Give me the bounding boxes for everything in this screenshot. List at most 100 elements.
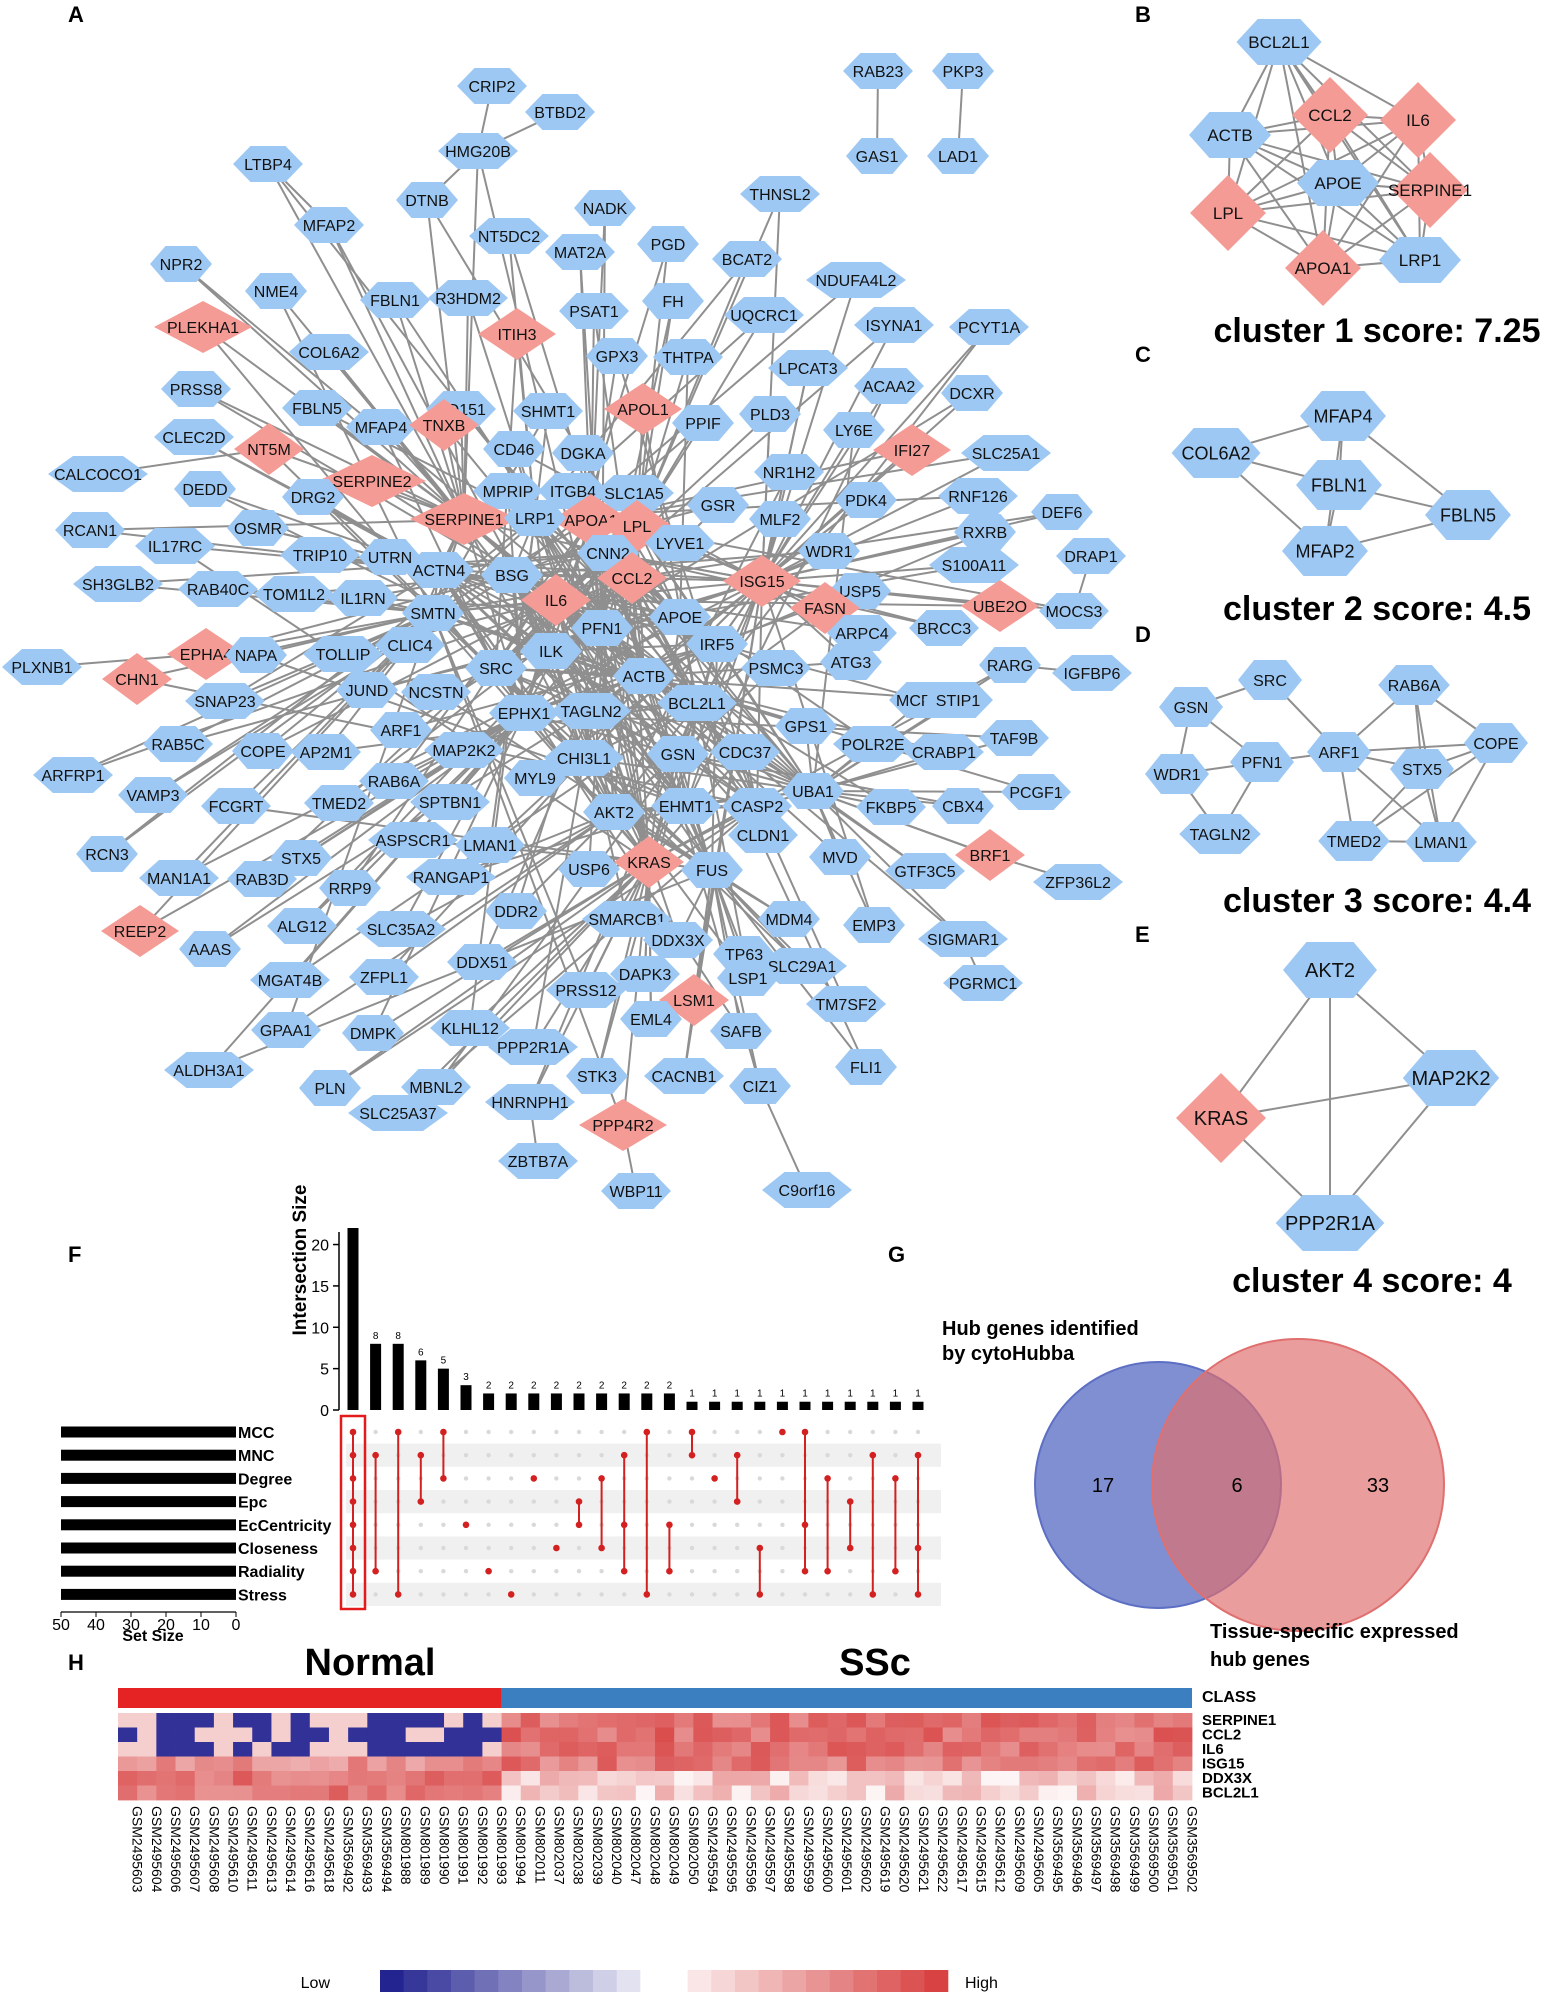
heatmap-sample-label: GSM801993	[494, 1806, 510, 1885]
node-label: RAB5C	[151, 737, 204, 754]
node-hexagon	[932, 788, 994, 824]
node-hexagon	[571, 610, 633, 646]
matrix-dot-empty	[576, 1569, 582, 1574]
node-diamond	[167, 628, 245, 680]
node-hexagon	[232, 733, 294, 769]
node-label: MDM4	[765, 912, 812, 929]
node-label: PCGF1	[1009, 785, 1062, 802]
heatmap-cell	[348, 1713, 368, 1728]
matrix-dot-empty	[418, 1569, 423, 1574]
node-label: JUND	[346, 683, 389, 700]
heatmap-cell	[1134, 1727, 1155, 1743]
heatmap-sample-label: GSM2495615	[973, 1806, 989, 1893]
node-hmg20b: HMG20B	[438, 133, 518, 169]
node-fbln5: FBLN5	[282, 390, 352, 426]
matrix-dot-empty	[509, 1545, 514, 1551]
matrix-dot-empty	[780, 1499, 785, 1504]
node-label: PPP4R2	[592, 1118, 653, 1135]
node-fcgrt: FCGRT	[201, 788, 271, 824]
matrix-dot-empty	[870, 1429, 875, 1435]
node-hexagon	[485, 1084, 575, 1120]
network-edge	[174, 545, 650, 863]
node-fbln5: FBLN5	[1425, 490, 1511, 540]
heatmap-cell	[539, 1727, 560, 1743]
node-label: CACNB1	[652, 1069, 717, 1086]
node-hexagon	[251, 1012, 321, 1048]
heatmap-cell	[271, 1771, 292, 1786]
matrix-dot-empty	[780, 1522, 785, 1528]
legend-swatch	[522, 1970, 546, 1992]
heatmap-sample-label: GSM802047	[628, 1806, 644, 1885]
node-crip2: CRIP2	[457, 68, 527, 104]
heatmap-cell	[424, 1742, 445, 1757]
heatmap-cell	[885, 1771, 905, 1786]
node-hexagon	[498, 1143, 578, 1179]
node-hexagon	[583, 794, 645, 830]
node-label: APOL1	[617, 402, 669, 419]
upset-bar-label: 2	[667, 1380, 673, 1391]
heatmap-cell	[846, 1713, 867, 1728]
node-polr2e: POLR2E	[833, 726, 913, 762]
node-label: ACTN4	[413, 563, 466, 580]
upset-bar-label: 2	[599, 1380, 605, 1391]
node-hexagon	[489, 695, 559, 731]
network-edge	[316, 407, 465, 520]
node-label: CALCOCO1	[54, 467, 142, 484]
node-label: RAB40C	[187, 582, 249, 599]
heatmap-cell	[1076, 1727, 1097, 1743]
heatmap-cell	[194, 1713, 215, 1728]
matrix-dot-empty	[463, 1476, 469, 1481]
heatmap-cell	[213, 1771, 234, 1786]
heatmap-cell	[981, 1713, 1001, 1728]
node-label: SLC35A2	[367, 922, 436, 939]
node-stx5: STX5	[1390, 749, 1454, 789]
node-label: DEF6	[1042, 505, 1083, 522]
node-hexagon	[1189, 112, 1271, 158]
node-label: SIGMAR1	[927, 932, 999, 949]
cluster-4-score: cluster 4 score: 4	[1232, 1262, 1512, 1300]
node-label: NAPA	[235, 648, 278, 665]
node-label: PRSS8	[170, 382, 223, 399]
node-label: THTPA	[662, 350, 714, 367]
node-label: MVD	[822, 850, 858, 867]
node-nr1h2: NR1H2	[754, 454, 824, 490]
upset-bar-label: 2	[486, 1380, 492, 1391]
heatmap-cell	[1134, 1756, 1155, 1772]
node-hexagon	[406, 859, 496, 895]
matrix-dot-empty	[622, 1429, 627, 1435]
heatmap-sample-label: GSM2495597	[762, 1806, 778, 1893]
node-label: PLXNB1	[11, 660, 72, 677]
matrix-dot-empty	[576, 1453, 582, 1458]
node-hexagon	[1379, 237, 1461, 283]
node-calcoco1: CALCOCO1	[48, 456, 148, 492]
node-actb: ACTB	[1189, 112, 1271, 158]
node-label: AAAS	[189, 942, 232, 959]
node-hexagon	[370, 712, 432, 748]
matrix-dot-empty	[599, 1569, 604, 1574]
node-hexagon	[798, 533, 860, 569]
heatmap-cell	[386, 1742, 407, 1757]
node-apol1: APOL1	[604, 383, 682, 435]
set-size-bar	[61, 1472, 236, 1484]
set-name-radiality: Radiality	[238, 1564, 305, 1581]
node-ube2o: UBE2O	[961, 580, 1039, 632]
node-label: CHI3L1	[557, 751, 611, 768]
node-aspscr1: ASPSCR1	[368, 822, 458, 858]
node-label: FLI1	[850, 1060, 882, 1077]
node-hexagon	[76, 836, 138, 872]
heatmap-cell	[770, 1756, 790, 1772]
heatmap-cell	[693, 1727, 713, 1743]
legend-swatch	[427, 1970, 452, 1992]
heatmap-cell	[789, 1713, 809, 1728]
heatmap-sample-label: GSM802050	[686, 1806, 702, 1885]
node-hexagon	[356, 911, 446, 947]
matrix-dot-filled	[846, 1544, 854, 1552]
heatmap-cell	[712, 1742, 733, 1757]
heatmap-cell	[539, 1771, 560, 1786]
panel-label-g: G	[888, 1242, 905, 1267]
set-size-bar	[61, 1565, 236, 1577]
heatmap-cell	[1134, 1771, 1155, 1786]
node-pcyt1a: PCYT1A	[949, 309, 1029, 345]
node-hexagon	[447, 944, 517, 980]
